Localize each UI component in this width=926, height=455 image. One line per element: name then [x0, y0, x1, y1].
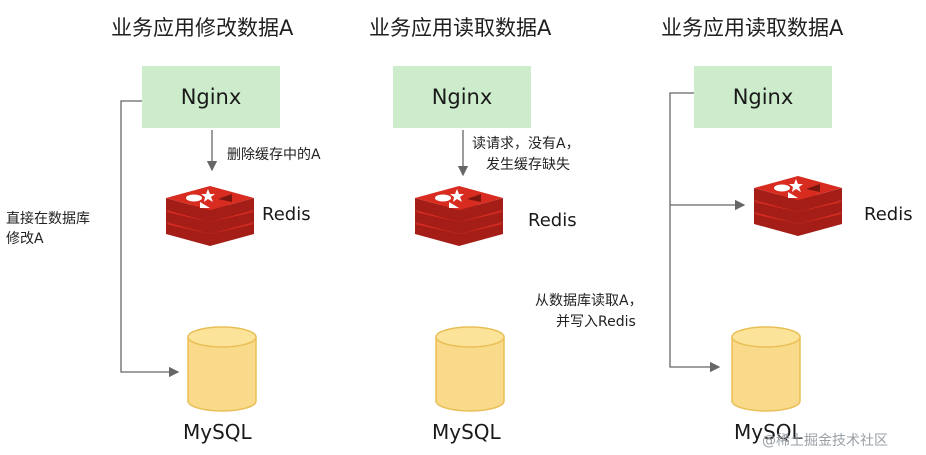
panel-1-nginx-box: Nginx [142, 66, 280, 128]
panel-3-db-label-line-1: 从数据库读取A， [535, 293, 643, 309]
panel-3-mysql-label: MySQL [734, 420, 803, 444]
panel-3-redis-label: Redis [864, 204, 913, 225]
panel-2-cache-miss-label-line-1: 读请求，没有A， [472, 136, 580, 152]
panel-2-mysql-label: MySQL [432, 420, 501, 444]
panel-1-mysql-label: MySQL [183, 420, 252, 444]
watermark: @稀土掘金技术社区 [762, 433, 888, 449]
panel-1-db-label-line-1: 直接在数据库 [6, 211, 90, 227]
nginx-label: Nginx [180, 85, 242, 109]
panel-1-redis-label: Redis [262, 204, 311, 225]
panel-3-title: 业务应用读取数据A [661, 16, 844, 40]
panel-2-title: 业务应用读取数据A [369, 16, 552, 40]
database-icon [435, 326, 505, 412]
panel-2-redis-label: Redis [528, 210, 577, 231]
redis-logo-icon [754, 176, 842, 236]
panel-3-db-label-line-2: 并写入Redis [556, 314, 636, 330]
nginx-label: Nginx [732, 85, 794, 109]
redis-logo-icon [166, 186, 254, 246]
nginx-label: Nginx [431, 85, 493, 109]
database-icon [187, 326, 257, 412]
redis-logo-icon [415, 186, 503, 246]
database-icon [731, 326, 801, 412]
panel-2-nginx-box: Nginx [393, 66, 531, 128]
panel-2-cache-miss-label-line-2: 发生缓存缺失 [486, 157, 570, 173]
panel-1-delete-cache-label: 删除缓存中的A [227, 147, 321, 163]
panel-1-db-label-line-2: 修改A [6, 231, 44, 247]
arrow-icon [669, 92, 721, 373]
panel-3-nginx-box: Nginx [694, 66, 832, 128]
panel-1-title: 业务应用修改数据A [111, 16, 294, 40]
arrow-icon [120, 100, 180, 378]
